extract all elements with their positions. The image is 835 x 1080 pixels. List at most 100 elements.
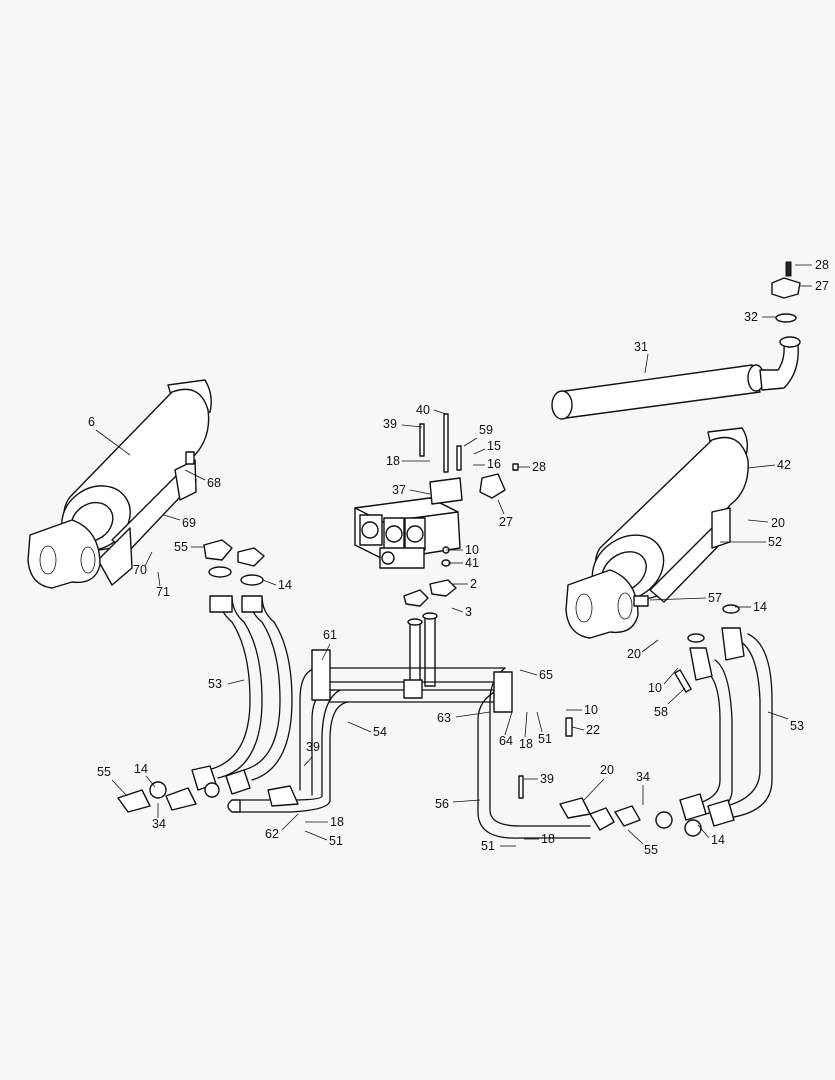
callout-c-71: 71 [156, 585, 170, 599]
leader-c-3 [451, 607, 464, 613]
callout-c-42: 42 [777, 458, 791, 472]
leader-c-70 [144, 551, 153, 567]
leader-c-37 [409, 489, 431, 495]
callout-c-18a: 18 [386, 454, 400, 468]
callout-c-20b: 20 [627, 647, 641, 661]
leader-c-40 [433, 409, 447, 415]
callout-c-18b: 18 [519, 737, 533, 751]
leader-c-61 [321, 643, 331, 661]
leader-c-55b [111, 779, 127, 796]
callout-c-65: 65 [539, 668, 553, 682]
callout-c-51c: 51 [481, 839, 495, 853]
callout-labels: 28 27 3 2 31 42 20 52 57 14 20 10 58 53 6 68 69 55 70 71 14 5… [88, 258, 829, 857]
leader-c-69 [163, 514, 181, 521]
leader-c-20a [747, 519, 769, 523]
callout-c-63: 63 [437, 711, 451, 725]
leader-c-57 [649, 597, 707, 601]
callout-c-69: 69 [182, 516, 196, 530]
callout-c-40: 40 [416, 403, 430, 417]
callout-c-58: 58 [654, 705, 668, 719]
leader-c-64 [504, 711, 513, 736]
leader-c-39b [303, 756, 313, 767]
leader-c-71 [157, 571, 161, 587]
leader-c-22 [571, 726, 585, 731]
leader-c-58 [667, 687, 686, 705]
callout-c-6: 6 [88, 415, 95, 429]
callout-c-20a: 20 [771, 516, 785, 530]
callout-c-15: 15 [487, 439, 501, 453]
callout-c-18c: 18 [330, 815, 344, 829]
left-hoses-53 [117, 539, 293, 813]
return-hose-31 [551, 261, 801, 420]
callout-c-53b: 53 [208, 677, 222, 691]
right-hydraulic-cylinder [565, 427, 749, 639]
callout-c-34b: 34 [152, 817, 166, 831]
callout-c-64: 64 [499, 734, 513, 748]
callout-c-31: 31 [634, 340, 648, 354]
callout-c-68: 68 [207, 476, 221, 490]
callout-c-55b: 55 [97, 765, 111, 779]
callout-c-10c: 10 [584, 703, 598, 717]
leader-c-62 [281, 813, 299, 831]
callout-c-59: 59 [479, 423, 493, 437]
callout-c-27a: 27 [815, 279, 829, 293]
callout-c-57: 57 [708, 591, 722, 605]
leader-c-6 [95, 429, 131, 456]
callout-c-28b: 28 [532, 460, 546, 474]
leader-c-53a [767, 711, 789, 720]
leader-c-10a [663, 667, 679, 685]
callout-c-10b: 10 [465, 543, 479, 557]
callout-c-52: 52 [768, 535, 782, 549]
leader-c-20b [641, 639, 659, 653]
callout-c-2: 2 [470, 577, 477, 591]
callout-c-55c: 55 [644, 843, 658, 857]
leader-c-51b [304, 830, 328, 841]
leader-c-39a [401, 424, 423, 428]
leader-c-20c [583, 778, 605, 801]
callout-c-37: 37 [392, 483, 406, 497]
callout-c-62: 62 [265, 827, 279, 841]
callout-c-16: 16 [487, 457, 501, 471]
leader-c-68 [184, 469, 206, 481]
right-hoses-53 [655, 604, 773, 837]
leader-c-14b [262, 579, 277, 586]
callout-c-14a: 14 [753, 600, 767, 614]
leader-c-42 [747, 464, 776, 469]
callout-c-61: 61 [323, 628, 337, 642]
leader-c-63 [455, 711, 491, 718]
callout-c-10a: 10 [648, 681, 662, 695]
callout-c-27b: 27 [499, 515, 513, 529]
leader-c-53b [227, 679, 245, 685]
leader-c-31 [644, 353, 649, 374]
callout-c-14d: 14 [711, 833, 725, 847]
callout-c-14b: 14 [278, 578, 292, 592]
left-hydraulic-cylinder [27, 379, 212, 589]
leader-c-18b [524, 711, 528, 738]
callout-leaders [95, 264, 812, 847]
callout-c-51b: 51 [329, 834, 343, 848]
callout-c-14c: 14 [134, 762, 148, 776]
central-tube-assembly [227, 579, 641, 839]
callout-c-3: 3 [465, 605, 472, 619]
callout-c-34a: 34 [636, 770, 650, 784]
callout-c-18d: 18 [541, 832, 555, 846]
control-valve-block [354, 413, 519, 569]
callout-c-56: 56 [435, 797, 449, 811]
callout-c-28a: 28 [815, 258, 829, 272]
callout-c-22: 22 [586, 723, 600, 737]
callout-c-53a: 53 [790, 719, 804, 733]
callout-c-70: 70 [133, 563, 147, 577]
leader-c-54 [347, 721, 372, 733]
callout-c-41: 41 [465, 556, 479, 570]
leader-c-14d [697, 824, 710, 839]
leader-c-15 [473, 448, 486, 455]
leader-c-55c [627, 829, 644, 845]
callout-c-55a: 55 [174, 540, 188, 554]
callout-c-20c: 20 [600, 763, 614, 777]
callout-c-39b: 39 [306, 740, 320, 754]
leader-c-27b [497, 499, 505, 515]
callout-c-51a: 51 [538, 732, 552, 746]
leader-c-65 [519, 669, 538, 676]
leader-c-51a [536, 711, 543, 733]
